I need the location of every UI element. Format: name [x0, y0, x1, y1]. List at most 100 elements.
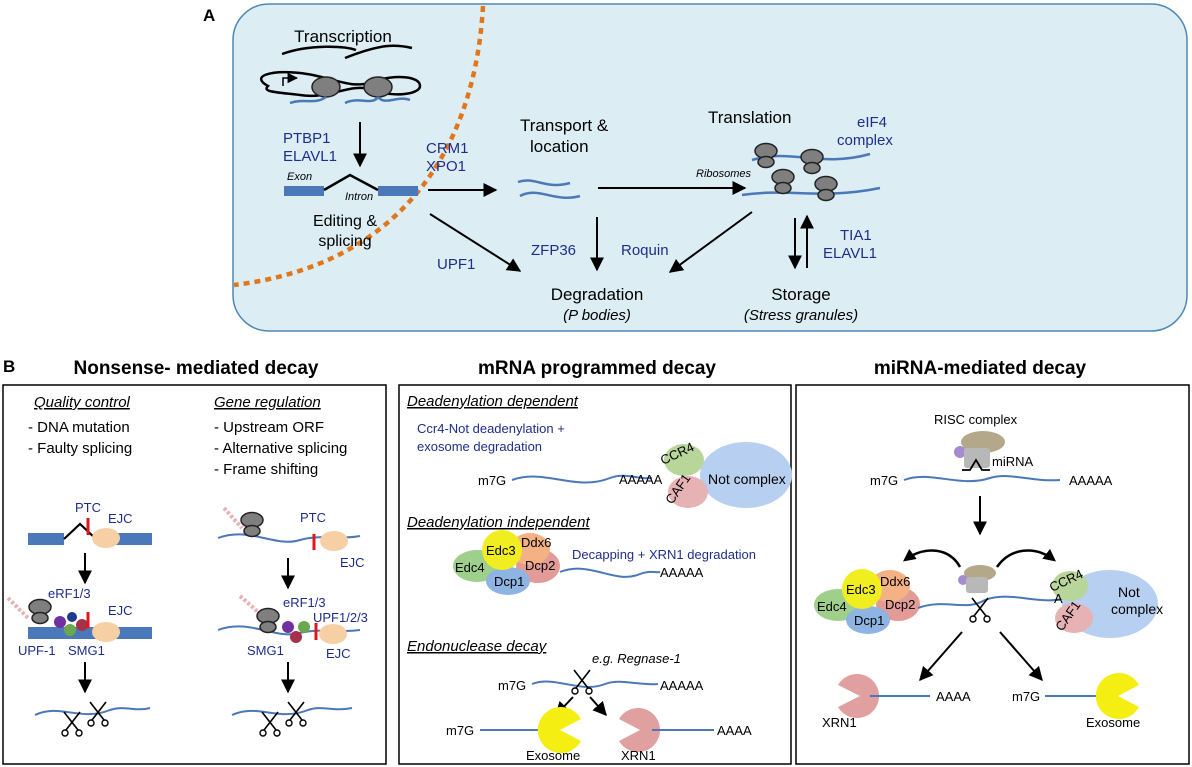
endo-heading: Endonuclease decay: [407, 638, 548, 655]
mirna-not-2: complex: [1111, 601, 1163, 617]
mirna-title: miRNA-mediated decay: [874, 358, 1087, 379]
qc-item-2: - Faulty splicing: [28, 440, 132, 457]
dep-heading: Deadenylation dependent: [407, 393, 579, 410]
gr-item-2: - Alternative splicing: [214, 440, 347, 457]
risc-complex-icon: [954, 431, 1005, 471]
indep-heading: Deadenylation independent: [407, 514, 590, 531]
dep-aaaaa: AAAAA: [619, 472, 663, 487]
transport-label-2: location: [530, 137, 589, 156]
exon-block-left: [284, 186, 324, 196]
xpo1-label: XPO1: [426, 158, 466, 175]
indep-dcp1: Dcp1: [494, 574, 524, 589]
endo-exosome: Exosome: [526, 748, 580, 763]
mirna-m7g-2: m7G: [1012, 689, 1040, 704]
mirna-aaaa: AAAA: [936, 689, 971, 704]
mirna-panel: miRNA-mediated decay RISC complex miRNA …: [795, 358, 1190, 765]
ejc-left-top-label: EJC: [108, 511, 133, 526]
indep-aaaaa: AAAAA: [660, 565, 704, 580]
gr-item-3: - Frame shifting: [214, 461, 318, 478]
ribosomes-label: Ribosomes: [696, 168, 752, 180]
dep-not-complex: Not complex: [708, 471, 786, 487]
indep-edc3: Edc3: [486, 543, 516, 558]
decapping-complex-2: [814, 569, 920, 634]
upf-left-label: UPF-1: [18, 643, 56, 658]
erf-right-label: eRF1/3: [283, 595, 326, 610]
mpd-panel: mRNA programmed decay Deadenylation depe…: [398, 358, 792, 765]
dna-polymerase-icon: [260, 44, 422, 105]
mirna-edc4: Edc4: [817, 599, 847, 614]
crm1-label: CRM1: [426, 140, 469, 157]
elavl1-left-label: ELAVL1: [283, 148, 337, 165]
mirna-xrn1: XRN1: [822, 715, 857, 730]
indep-desc: Decapping + XRN1 degradation: [572, 547, 756, 562]
dep-desc-2: exosome degradation: [417, 439, 542, 454]
transcription-label: Transcription: [294, 27, 392, 46]
dep-m7g: m7G: [478, 473, 506, 488]
gr-item-1: - Upstream ORF: [214, 419, 324, 436]
decapping-complex: [453, 530, 560, 595]
mirna-not-1: Not: [1118, 584, 1140, 600]
editing-label-2: splicing: [318, 233, 371, 250]
panel-b-letter: B: [3, 357, 15, 376]
xrn1-icon: [619, 708, 661, 752]
indep-dcp2: Dcp2: [525, 558, 555, 573]
nmd-panel: Nonsense- mediated decay Quality control…: [2, 358, 387, 765]
elavl1-right-label: ELAVL1: [823, 245, 877, 262]
ptc-right-label: PTC: [300, 510, 326, 525]
endo-aaaaa: AAAAA: [660, 678, 704, 693]
upf-right-label: UPF1/2/3: [313, 610, 368, 625]
mirna-exosome-icon: [1095, 673, 1139, 719]
mirna-exosome: Exosome: [1086, 715, 1140, 730]
gr-heading: Gene regulation: [214, 394, 321, 411]
smg-left-label: SMG1: [68, 643, 105, 658]
mirna-a: A: [1054, 591, 1063, 606]
translation-label: Translation: [708, 108, 791, 127]
panel-a-letter: A: [203, 6, 215, 25]
p-bodies-label: (P bodies): [563, 307, 631, 324]
endo-m7g: m7G: [498, 678, 526, 693]
endo-m7g-2: m7G: [446, 723, 474, 738]
risc-label: RISC complex: [934, 412, 1018, 427]
ejc-right-top-label: EJC: [340, 555, 365, 570]
endo-example: e.g. Regnase-1: [592, 651, 681, 666]
storage-label: Storage: [771, 285, 831, 304]
polysome-icon: [741, 142, 881, 202]
not-complex-shape: [700, 442, 792, 508]
mirna-label: miRNA: [992, 454, 1033, 469]
risc-complex-icon-2: [958, 565, 996, 593]
stress-granules-label: (Stress granules): [744, 307, 858, 324]
transport-label-1: Transport &: [520, 116, 609, 135]
mpd-title: mRNA programmed decay: [478, 358, 716, 379]
indep-edc4: Edc4: [455, 560, 485, 575]
ptbp1-label: PTBP1: [283, 130, 331, 147]
mirna-dcp2: Dcp2: [885, 597, 915, 612]
exosome-icon: [537, 707, 581, 754]
mirna-aaaaa-1: AAAAA: [1069, 473, 1113, 488]
dep-desc-1: Ccr4-Not deadenylation +: [417, 421, 565, 436]
eif4-label-1: eIF4: [857, 114, 887, 131]
indep-ddx6: Ddx6: [521, 535, 551, 550]
editing-label-1: Editing &: [313, 213, 377, 230]
mirna-xrn1-icon: [838, 674, 880, 718]
mirna-ddx6: Ddx6: [880, 574, 910, 589]
ejc-left-top: [92, 528, 120, 548]
intron-label: Intron: [345, 191, 373, 203]
exon-block-right: [378, 186, 418, 196]
panel-a: A Transcription PTBP1 ELAVL1 Exon Intron…: [203, 3, 1188, 332]
ccr4-shape: [664, 444, 704, 476]
mirna-m7g-1: m7G: [870, 473, 898, 488]
erf-left-label: eRF1/3: [48, 586, 91, 601]
zfp36-label: ZFP36: [531, 242, 576, 259]
smg-right-label: SMG1: [247, 643, 284, 658]
ptc-left-label: PTC: [75, 500, 101, 515]
qc-heading: Quality control: [34, 394, 131, 411]
roquin-label: Roquin: [621, 242, 669, 259]
exon-label: Exon: [287, 171, 312, 183]
ejc-right-mid-label: EJC: [326, 646, 351, 661]
eif4-label-2: complex: [837, 132, 893, 149]
ejc-left-mid-label: EJC: [108, 603, 133, 618]
degradation-label: Degradation: [551, 285, 644, 304]
mirna-dcp1: Dcp1: [854, 613, 884, 628]
mirna-edc3: Edc3: [846, 582, 876, 597]
